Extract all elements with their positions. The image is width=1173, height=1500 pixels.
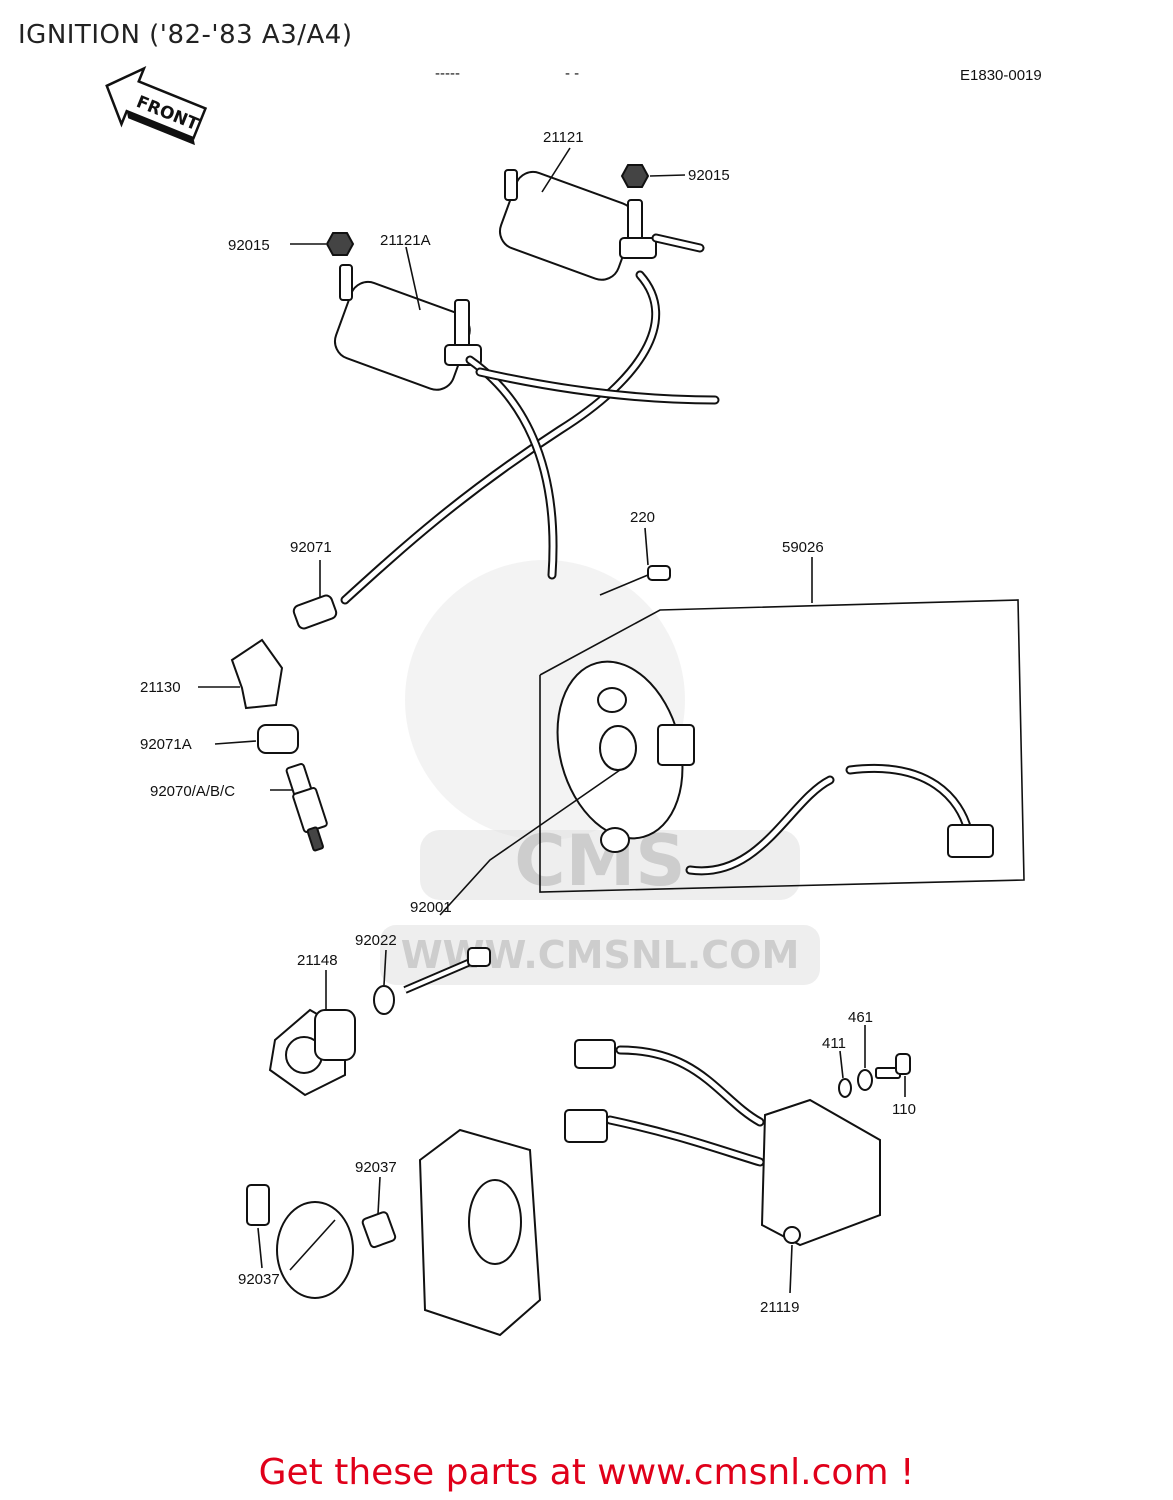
label-21121: 21121 bbox=[543, 129, 584, 146]
ignition-coil-21121 bbox=[499, 169, 657, 281]
label-92070: 92070/A/B/C bbox=[150, 783, 235, 800]
label-21121a: 21121A bbox=[380, 232, 431, 249]
label-461: 461 bbox=[848, 1009, 873, 1026]
label-21148: 21148 bbox=[297, 952, 338, 969]
washer-92022 bbox=[373, 985, 395, 1015]
part-labels: 21121 92015 92015 21121A 92071 21130 920… bbox=[140, 129, 916, 1316]
label-21130: 21130 bbox=[140, 679, 181, 696]
label-92001: 92001 bbox=[410, 899, 452, 916]
label-92022: 92022 bbox=[355, 932, 397, 949]
screw-220 bbox=[599, 565, 671, 596]
svg-text:- -: - - bbox=[565, 65, 579, 82]
seal-92071a bbox=[257, 724, 299, 754]
ic-igniter-21119 bbox=[564, 1039, 881, 1247]
label-92071a: 92071A bbox=[140, 736, 192, 753]
reference-code: E1830-0019 bbox=[960, 67, 1042, 84]
footer-link-text[interactable]: Get these parts at www.cmsnl.com ! bbox=[258, 1452, 915, 1493]
svg-text:-----: ----- bbox=[435, 65, 460, 82]
label-59026: 59026 bbox=[782, 539, 824, 556]
label-92015-left: 92015 bbox=[228, 237, 270, 254]
label-110: 110 bbox=[892, 1101, 916, 1118]
ignition-coil-21121a bbox=[334, 264, 482, 391]
nut-92015-left bbox=[325, 232, 355, 256]
washer-411 bbox=[838, 1078, 852, 1098]
pickup-cover-assembly bbox=[246, 1128, 542, 1337]
label-220: 220 bbox=[630, 509, 655, 526]
timing-advancer-21148 bbox=[268, 1008, 356, 1097]
bolt-110 bbox=[875, 1053, 911, 1079]
leader-lines bbox=[198, 147, 906, 1294]
page-title: IGNITION ('82-'83 A3/A4) bbox=[18, 20, 353, 50]
label-21119: 21119 bbox=[760, 1299, 800, 1316]
spark-plug-92070 bbox=[285, 763, 328, 852]
bolt-92001 bbox=[403, 947, 491, 994]
front-arrow: FRONT bbox=[105, 66, 208, 146]
high-tension-leads bbox=[340, 233, 720, 605]
pickup-coil-59026 bbox=[539, 599, 1025, 893]
label-92071: 92071 bbox=[290, 539, 332, 556]
label-411: 411 bbox=[822, 1035, 846, 1052]
lead-cap-92071 bbox=[292, 594, 338, 630]
label-92037-upper: 92037 bbox=[355, 1159, 397, 1176]
lock-washer-461 bbox=[857, 1069, 873, 1091]
nut-92015-right bbox=[620, 164, 650, 188]
plug-cap-21130 bbox=[230, 638, 284, 710]
label-92015-right: 92015 bbox=[688, 167, 730, 184]
label-92037-lower: 92037 bbox=[238, 1271, 280, 1288]
